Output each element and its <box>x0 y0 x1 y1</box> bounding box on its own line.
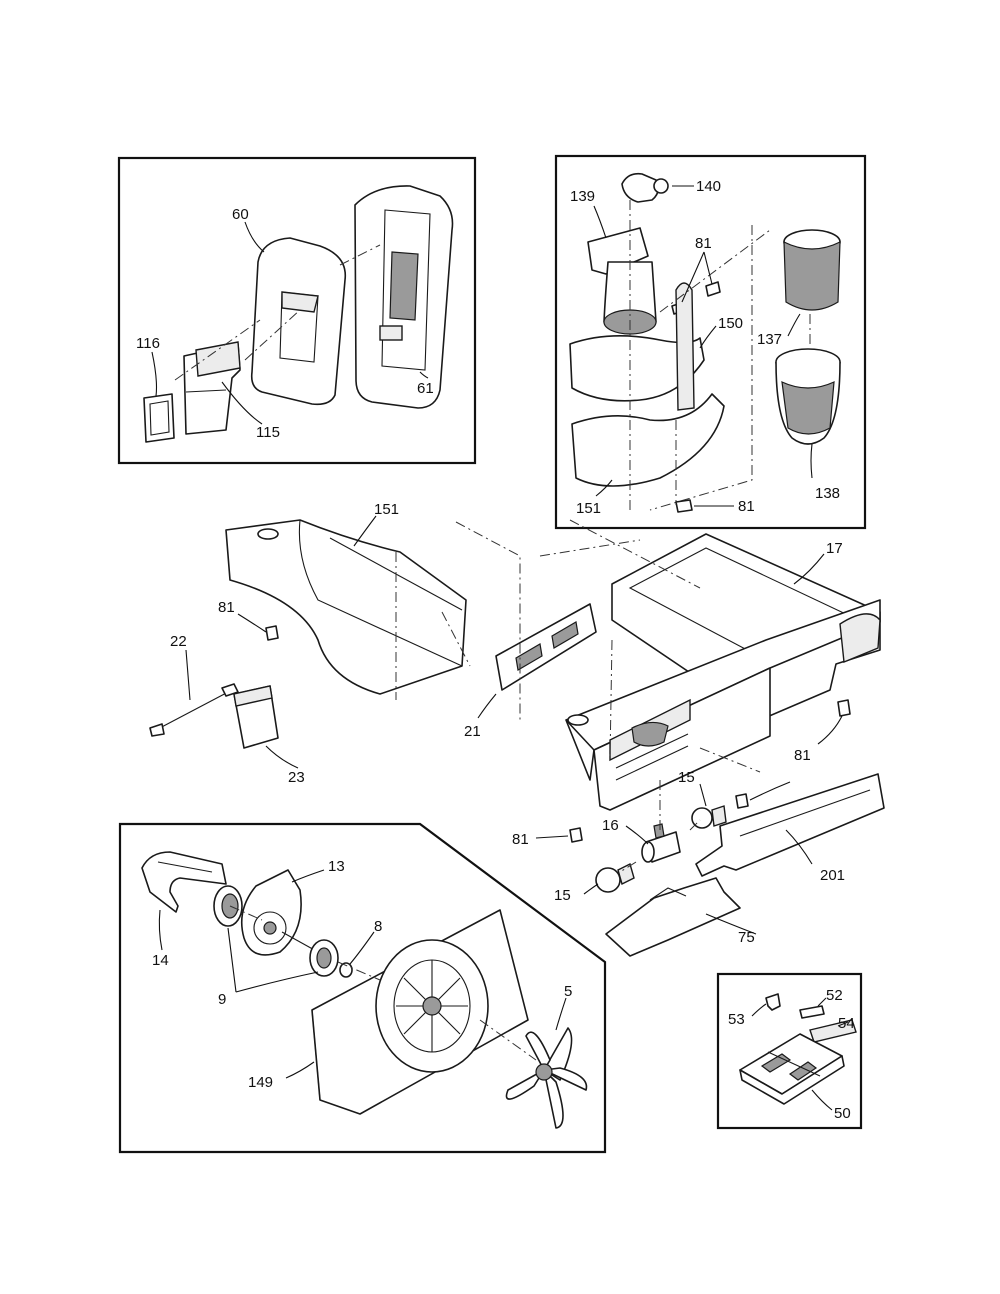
part-149-shroud <box>311 909 529 1115</box>
part-5-fan-blade <box>505 1027 588 1129</box>
callout-54: 54 <box>838 1015 855 1032</box>
callout-138: 138 <box>815 485 840 502</box>
part-151-shell <box>571 282 725 487</box>
part-16-socket <box>641 823 681 863</box>
part-138-filter-housing <box>775 348 841 445</box>
callout-201: 201 <box>820 867 845 884</box>
part-9-wheel-b <box>309 939 339 977</box>
part-137-filter-cartridge <box>783 229 841 311</box>
inset-box-hardware-kit: 53 52 54 50 <box>716 972 863 1130</box>
callout-8: 8 <box>374 918 382 935</box>
callout-151-inset: 151 <box>576 500 601 517</box>
part-54-strip <box>809 1019 857 1043</box>
callout-75: 75 <box>738 929 755 946</box>
callout-17: 17 <box>826 540 843 557</box>
callout-140: 140 <box>696 178 721 195</box>
part-52-pad <box>799 1005 825 1019</box>
part-115-module <box>183 341 241 435</box>
inset-box-fan-assembly: 13 14 8 9 5 149 <box>118 822 607 1154</box>
part-53-clip <box>765 993 781 1011</box>
callout-53: 53 <box>728 1011 745 1028</box>
part-116-plate <box>143 393 175 443</box>
part-139-bracket <box>587 227 657 335</box>
part-13-motor <box>240 869 319 956</box>
callout-22: 22 <box>170 633 187 650</box>
callout-115: 115 <box>256 424 280 441</box>
callout-149: 149 <box>248 1074 273 1091</box>
callout-14: 14 <box>152 952 169 969</box>
part-17-housing <box>565 533 881 811</box>
callout-81-filter-top: 81 <box>695 235 712 252</box>
callout-9: 9 <box>218 991 226 1008</box>
callout-137: 137 <box>757 331 782 348</box>
part-60-frame <box>250 237 347 406</box>
callout-50: 50 <box>834 1105 851 1122</box>
callout-16: 16 <box>602 817 619 834</box>
callout-81-main-left: 81 <box>218 599 235 616</box>
part-150-shell <box>569 335 705 402</box>
callout-13: 13 <box>328 858 345 875</box>
part-201-strip <box>695 773 885 877</box>
callout-81-main-right: 81 <box>794 747 811 764</box>
callout-60: 60 <box>232 206 249 223</box>
callout-15-upper: 15 <box>678 769 695 786</box>
inset-box-dispenser-housing: 60 61 116 115 <box>117 156 477 465</box>
inset-box-water-filter: 139 140 81 150 137 138 151 81 <box>554 154 867 530</box>
callout-5: 5 <box>564 983 572 1000</box>
part-75-shield <box>605 877 741 957</box>
part-14-bracket <box>141 851 227 913</box>
main-assembly: 151 17 81 22 21 23 81 15 81 16 15 201 75 <box>149 501 885 957</box>
part-151-duct <box>225 519 467 695</box>
part-21-panel <box>495 603 597 691</box>
part-15-bulb-lower <box>595 862 635 893</box>
part-50-tray <box>739 1033 845 1105</box>
part-22-rod <box>149 683 239 737</box>
part-9-wheel-a <box>213 885 243 927</box>
part-61-housing <box>354 185 454 409</box>
callout-15-lower: 15 <box>554 887 571 904</box>
callout-61: 61 <box>417 380 434 397</box>
part-15-bulb-upper <box>691 805 727 829</box>
callout-151-main: 151 <box>374 501 399 518</box>
callout-23: 23 <box>288 769 305 786</box>
callout-150: 150 <box>718 315 743 332</box>
callout-139: 139 <box>570 188 595 205</box>
callout-52: 52 <box>826 987 843 1004</box>
callout-81-main-lower: 81 <box>512 831 529 848</box>
callout-116: 116 <box>136 335 160 352</box>
part-23-cover <box>233 685 279 749</box>
callout-81-filter-bottom: 81 <box>738 498 755 515</box>
part-140-fitting <box>621 172 669 203</box>
callout-21: 21 <box>464 723 481 740</box>
